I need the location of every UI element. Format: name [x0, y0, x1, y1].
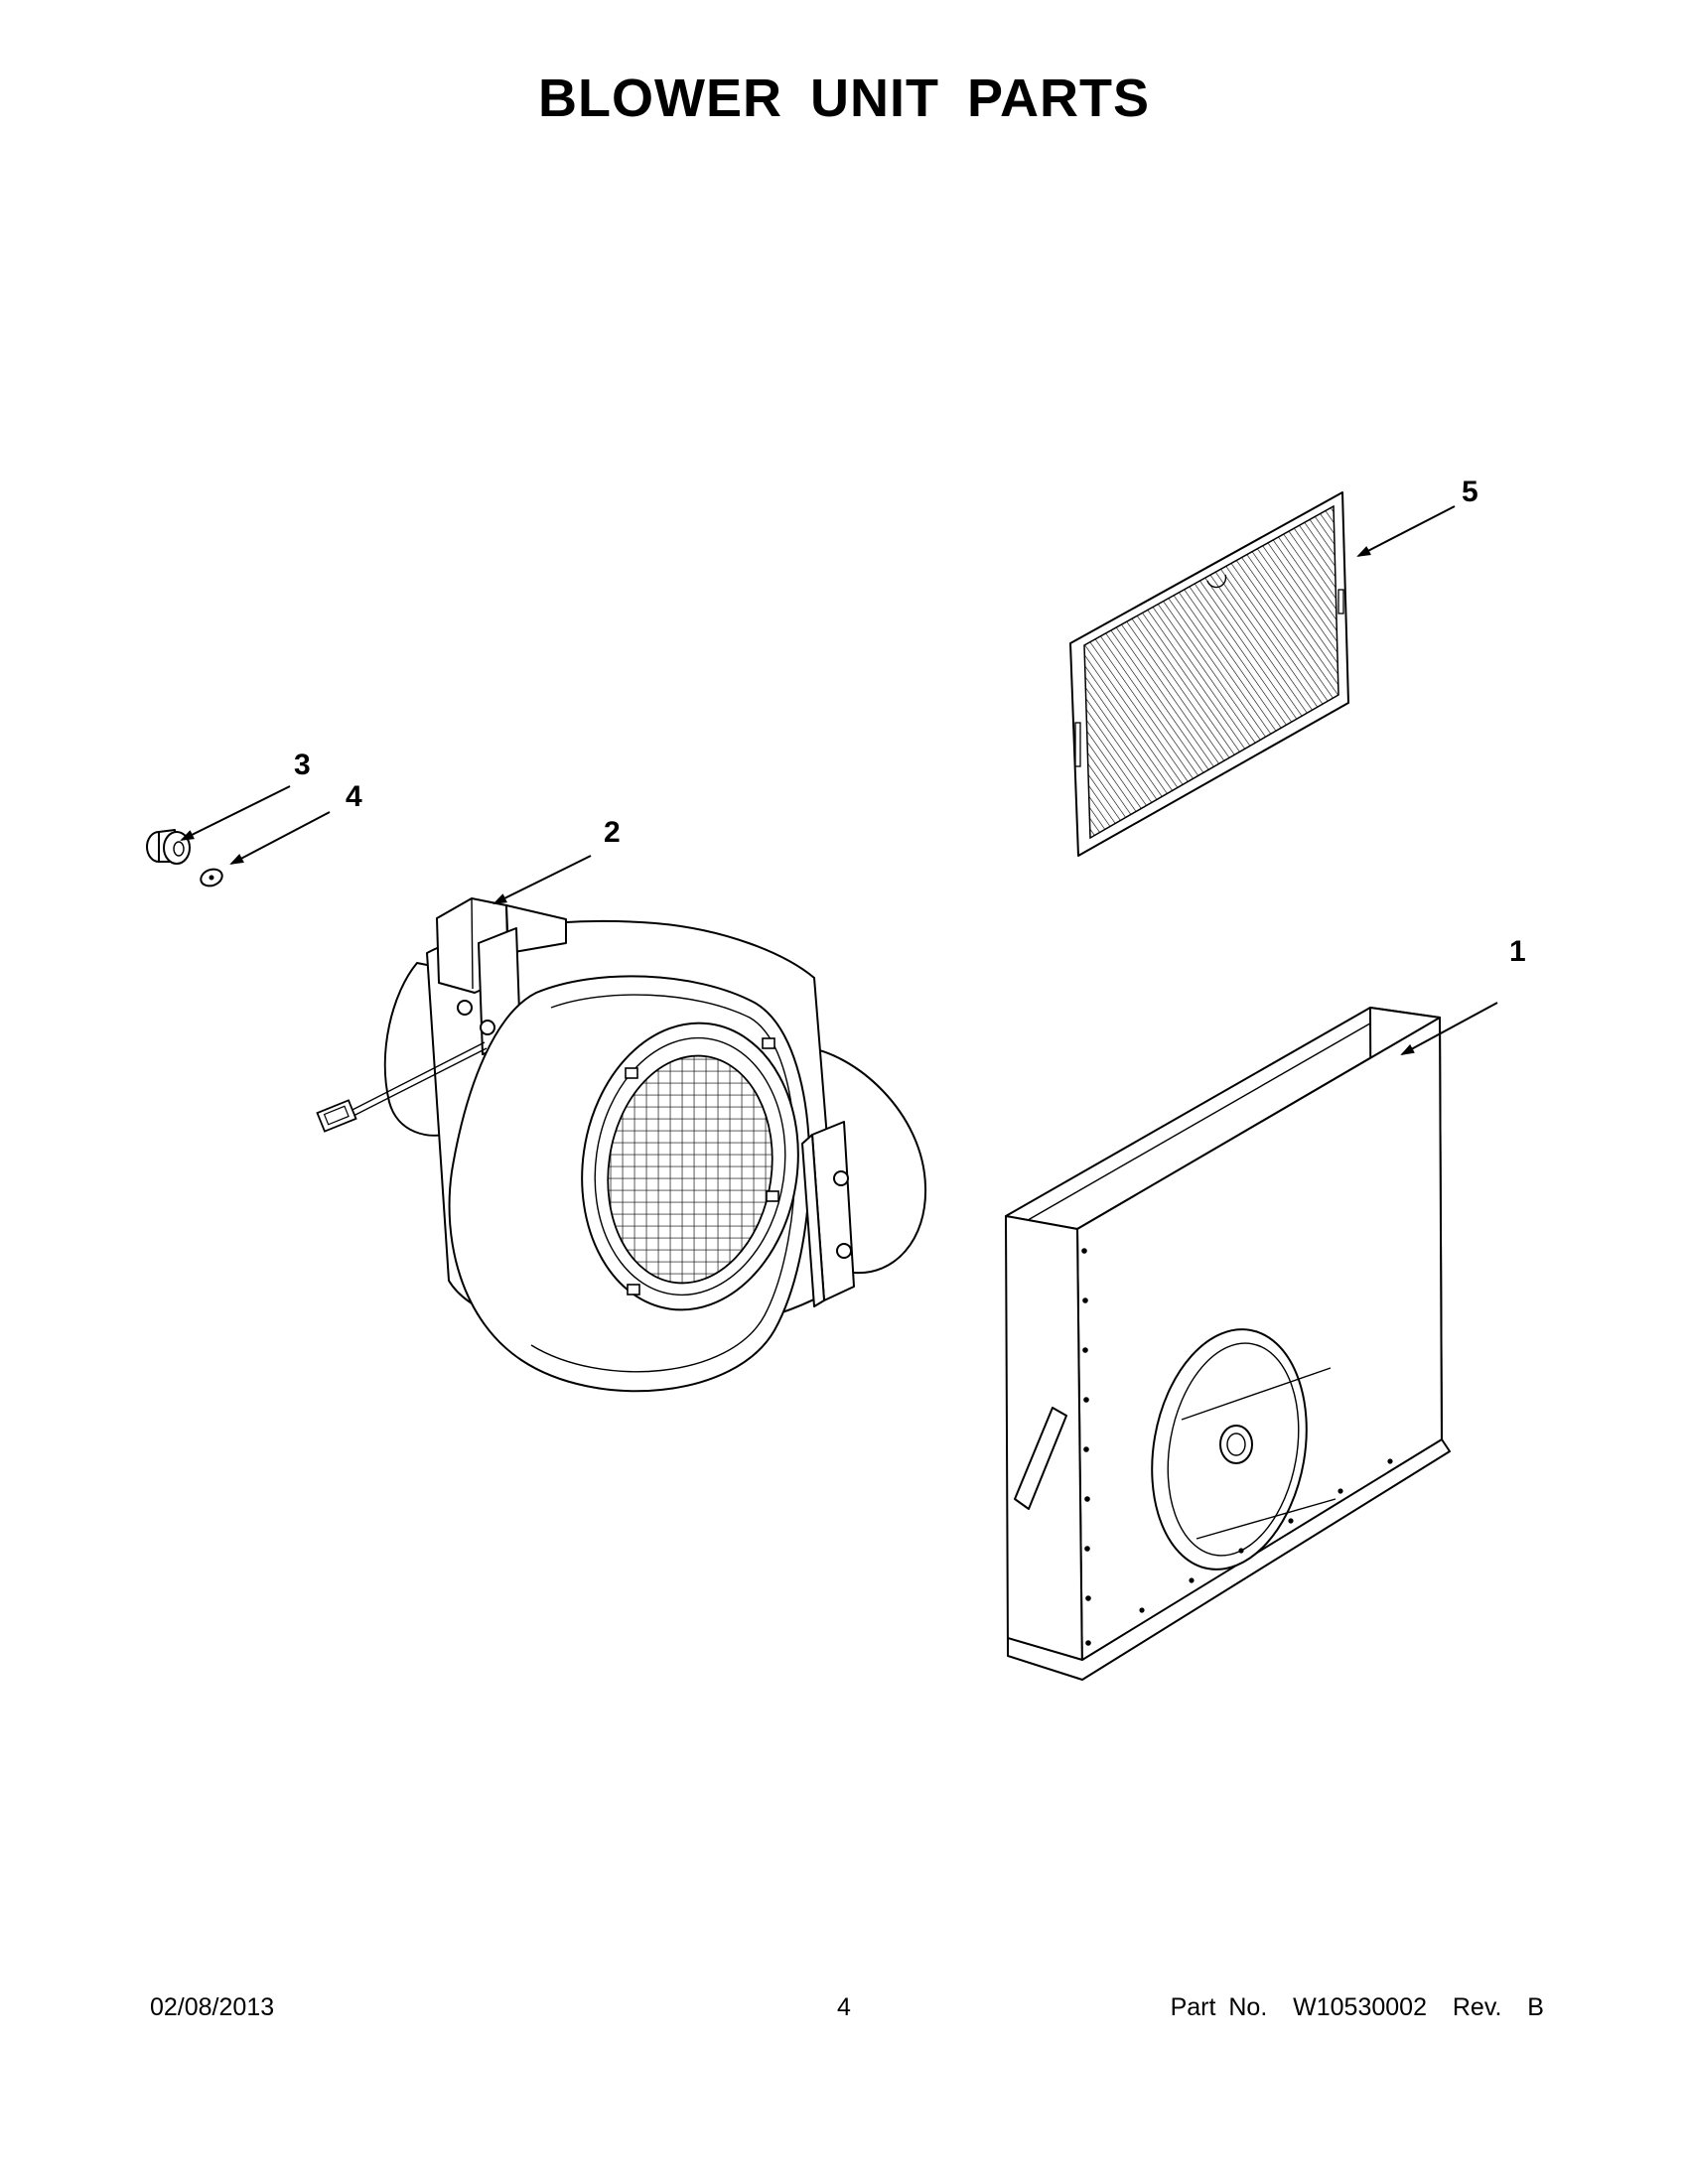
callout-4: 4 [346, 780, 362, 813]
footer-page-number: 4 [837, 1993, 851, 2021]
leader-arrow-3 [180, 785, 291, 841]
blower-motor-part [316, 897, 927, 1393]
grommet-part [146, 829, 191, 865]
page-title: BLOWER UNIT PARTS [538, 68, 1150, 128]
leader-arrow-5 [1356, 505, 1456, 557]
leader-arrow-4 [229, 811, 331, 865]
leader-arrow-1 [1400, 1002, 1498, 1055]
callout-3: 3 [294, 749, 311, 781]
callout-2: 2 [604, 816, 621, 849]
washer-part [200, 868, 223, 887]
callout-5: 5 [1462, 476, 1478, 508]
leader-arrow-2 [492, 855, 592, 904]
leader-arrows [180, 505, 1498, 1055]
blower-housing-part [1005, 1007, 1451, 1681]
callout-1: 1 [1509, 935, 1526, 968]
footer-part-number: Part No. W10530002 Rev. B [1170, 1993, 1544, 2021]
filter-part [1069, 491, 1349, 857]
footer-date: 02/08/2013 [150, 1993, 275, 2021]
